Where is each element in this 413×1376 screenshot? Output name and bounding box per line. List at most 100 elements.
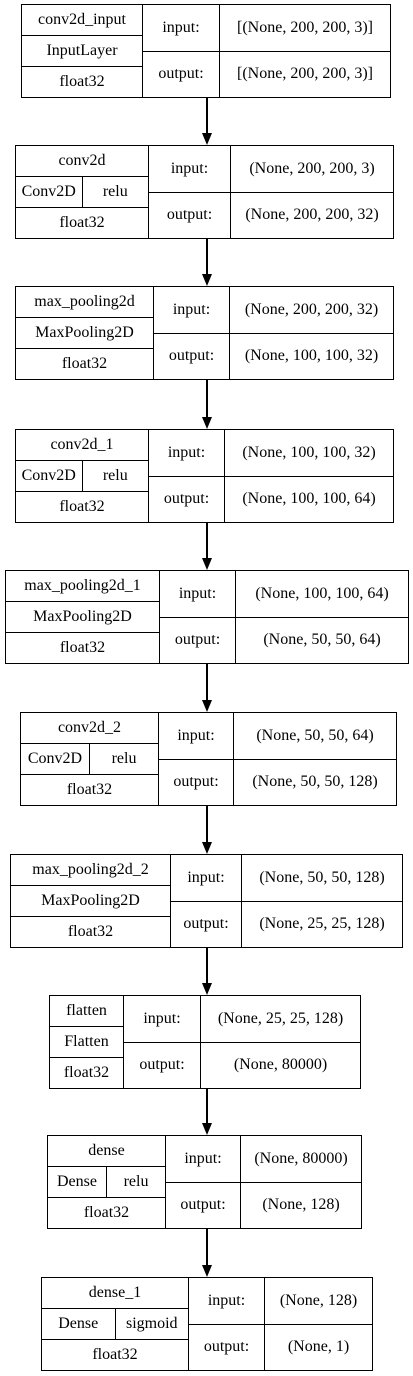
input-label: input: xyxy=(207,1291,246,1309)
output-shape: (None, 1) xyxy=(265,1323,372,1371)
input-label: input: xyxy=(143,1009,181,1027)
layer-dtype: float32 xyxy=(16,207,148,238)
io-labels: input:output: xyxy=(166,1136,241,1228)
layer-dtype: float32 xyxy=(21,774,158,805)
arrow-shaft xyxy=(206,664,208,700)
arrow-shaft xyxy=(206,948,208,983)
layer-dtype: float32 xyxy=(16,348,153,379)
layer-dtype: float32 xyxy=(16,491,148,522)
arrow-head xyxy=(202,700,212,712)
input-shape: (None, 50, 50, 64) xyxy=(256,726,374,744)
output-shape: (None, 100, 100, 32) xyxy=(230,332,393,380)
io-shapes: (None, 25, 25, 128)(None, 80000) xyxy=(201,996,360,1088)
layer-name: dense xyxy=(88,1142,125,1159)
layer-name: conv2d_1 xyxy=(50,436,114,453)
input-shape: (None, 80000) xyxy=(254,1149,348,1167)
output-label: output: xyxy=(159,758,233,806)
layer-dtype: float32 xyxy=(42,1339,188,1370)
output-label: output: xyxy=(149,191,230,239)
layer-name: max_pooling2d xyxy=(34,293,135,310)
arrow-head xyxy=(202,1265,212,1277)
io-shapes: (None, 80000) (None, 128) xyxy=(241,1136,361,1228)
layer-name: max_pooling2d_1 xyxy=(24,577,141,594)
layer-type: InputLayer xyxy=(22,35,142,66)
layer-activation: sigmoid xyxy=(114,1309,189,1339)
layer-name: dense_1 xyxy=(88,1284,142,1301)
layer-type: MaxPooling2D xyxy=(16,317,153,348)
input-label: input: xyxy=(167,443,206,461)
io-shapes: [(None, 200, 200, 3)] [(None, 200, 200, 3… xyxy=(220,5,390,97)
arrow-head xyxy=(202,558,212,570)
output-shape: (None, 200, 200, 32) xyxy=(231,191,393,239)
input-shape: [(None, 200, 200, 3)] xyxy=(237,18,373,36)
arrow-head xyxy=(202,133,212,145)
io-labels: input: output: xyxy=(143,5,220,97)
io-shapes: (None, 50, 50, 128)(None, 25, 25, 128) xyxy=(242,855,402,947)
output-label: output: xyxy=(149,475,224,523)
output-label: output: xyxy=(124,1041,200,1089)
layer-dtype: float32 xyxy=(6,632,159,663)
arrow-shaft xyxy=(206,380,208,417)
layer-dtype: float32 xyxy=(22,66,142,97)
input-shape: (None, 200, 200, 32) xyxy=(244,300,379,318)
output-shape: (None, 100, 100, 64) xyxy=(225,475,393,523)
io-labels: input:output: xyxy=(154,287,230,379)
arrow-shaft xyxy=(206,239,208,274)
io-labels: input:output: xyxy=(160,571,236,663)
output-label: output: xyxy=(143,50,219,98)
io-labels: input: output: xyxy=(189,1278,265,1370)
arrow-head xyxy=(202,417,212,429)
layer-name: max_pooling2d_2 xyxy=(32,861,149,878)
arrow-shaft xyxy=(206,1229,208,1265)
input-label: input: xyxy=(184,1149,222,1167)
arrow-shaft xyxy=(206,806,208,842)
input-shape: (None, 200, 200, 3) xyxy=(249,159,375,177)
output-label: output: xyxy=(189,1323,264,1371)
output-shape: (None, 50, 50, 128) xyxy=(234,758,396,806)
arrow-head xyxy=(202,274,212,286)
layer-activation: relu xyxy=(81,461,149,491)
layer-type-row: Conv2D relu xyxy=(21,743,158,774)
input-shape: (None, 100, 100, 32) xyxy=(242,443,376,461)
output-shape: (None, 128) xyxy=(241,1181,361,1229)
input-label: input: xyxy=(162,18,200,36)
input-label: input: xyxy=(178,584,217,602)
io-shapes: (None, 200, 200, 3) (None, 200, 200, 32) xyxy=(231,146,393,238)
io-labels: input:output: xyxy=(171,855,242,947)
io-labels: input: output: xyxy=(159,713,234,805)
layer-type: Conv2D xyxy=(27,750,83,767)
layer-type: Flatten xyxy=(50,1026,123,1057)
input-label: input: xyxy=(172,300,211,318)
input-label: input: xyxy=(170,159,209,177)
layer-activation: relu xyxy=(89,744,158,774)
input-shape: (None, 25, 25, 128) xyxy=(217,1009,344,1027)
output-shape: [(None, 200, 200, 3)] xyxy=(220,50,390,98)
layer-activation: relu xyxy=(81,177,149,207)
layer-name: conv2d_2 xyxy=(57,719,122,736)
io-shapes: (None, 50, 50, 64) (None, 50, 50, 128) xyxy=(234,713,396,805)
layer-dtype: float32 xyxy=(50,1057,123,1088)
arrow-head xyxy=(202,983,212,995)
layer-dtype: float32 xyxy=(11,916,170,947)
input-label: input: xyxy=(177,726,215,744)
